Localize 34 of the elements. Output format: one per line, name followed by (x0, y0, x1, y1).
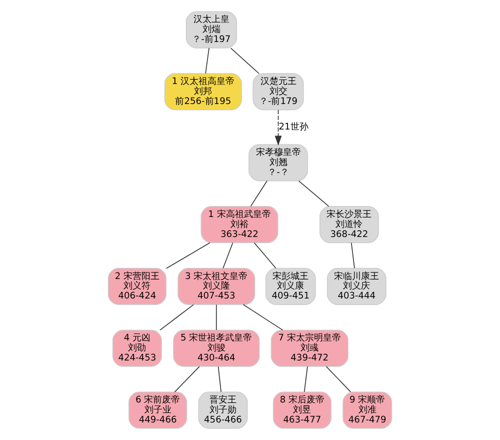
node-box: 2 宋营阳王 刘义符 406-424 (108, 268, 166, 305)
connector (250, 180, 268, 207)
node-box: 9 宋顺帝 刘准 467-479 (342, 392, 392, 429)
node-box: 1 宋高祖武皇帝 刘裕 363-422 (200, 206, 278, 244)
node-box: 8 宋后废帝 刘昱 463-477 (272, 392, 332, 429)
connector (174, 366, 200, 392)
node-box: 晋安王 刘子勋 456-466 (198, 392, 248, 429)
connector (230, 48, 260, 74)
connector (304, 366, 308, 392)
connector (160, 304, 194, 330)
arrow (274, 110, 282, 146)
node-box: 5 宋世祖孝武皇帝 刘骏 430-464 (173, 330, 260, 367)
node-box: 4 元凶 刘劭 424-453 (112, 330, 162, 367)
node-box: 宋长沙景王 刘道怜 368-422 (320, 206, 379, 244)
node-box: 宋孝穆皇帝 刘翘 ？-？ (248, 144, 308, 182)
connector (350, 242, 355, 269)
node-box: 宋临川康王 刘义庆 403-444 (326, 268, 386, 305)
node-box: 6 宋前废帝 刘子业 449-466 (128, 392, 188, 429)
connector (242, 304, 284, 330)
node-box: 汉楚元王 刘交 ？-前179 (252, 73, 304, 110)
node-box: 汉太上皇 刘煓 ？-前197 (186, 11, 237, 48)
connector (326, 366, 352, 392)
connector (222, 242, 234, 269)
connector (205, 48, 210, 74)
node-box: 3 宋太祖文皇帝 刘义隆 407-453 (178, 268, 256, 305)
connector (216, 304, 217, 330)
connector (218, 366, 222, 392)
connector (254, 242, 276, 269)
node-box: 宋彭城王 刘义康 409-451 (265, 268, 316, 305)
connector (298, 180, 330, 207)
node-box: 7 宋太宗明皇帝 刘彧 439-472 (270, 330, 348, 367)
connector (166, 242, 210, 269)
edge-label: 21世孙 (278, 122, 308, 132)
node-box: 1 汉太祖高皇帝 刘邦 前256-前195 (164, 73, 242, 110)
